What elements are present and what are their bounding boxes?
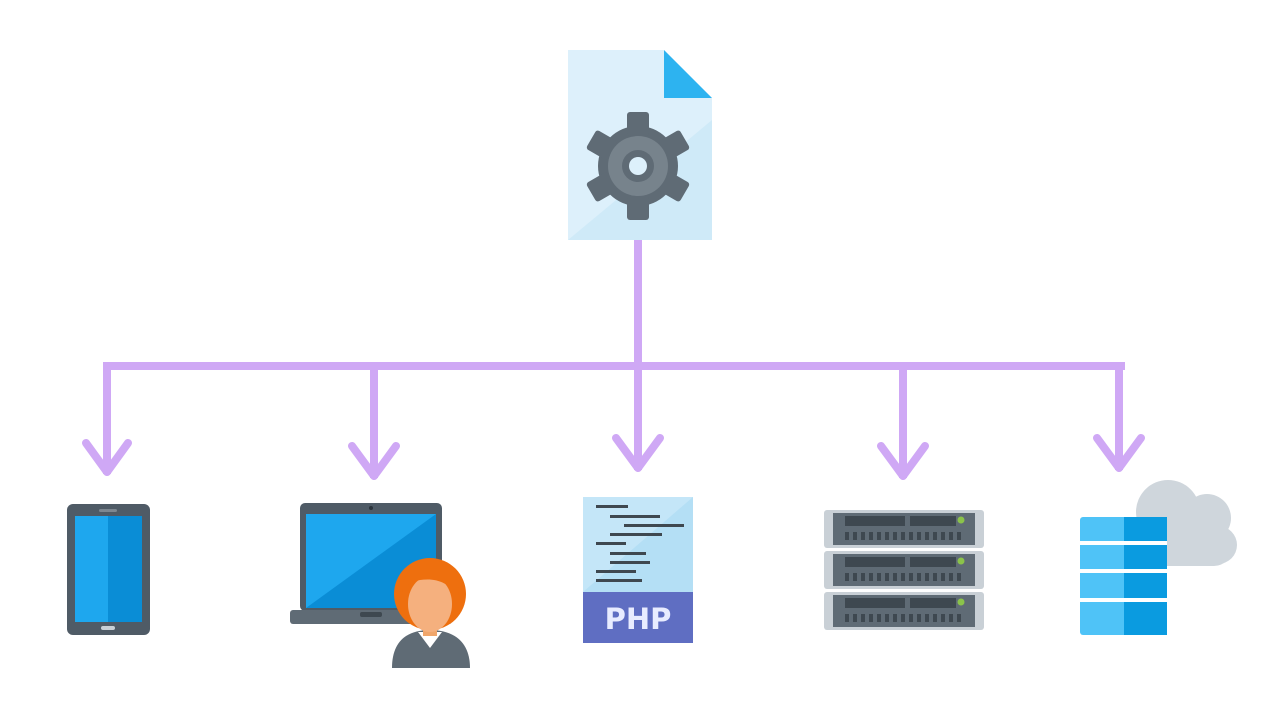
php-file-icon: PHP: [583, 497, 693, 643]
arrow-to-server: [877, 362, 929, 480]
server-unit: [824, 592, 984, 630]
code-lines: [596, 505, 684, 582]
server-unit: [824, 551, 984, 589]
laptop-icon: [290, 503, 452, 624]
database-stack-icon: [1080, 517, 1167, 635]
arrow-to-php: [612, 362, 664, 472]
connectors: [82, 238, 1145, 480]
laptop-user-icon: [290, 503, 470, 668]
arrow-to-cloud: [1093, 362, 1145, 472]
server-rack-icon: [824, 510, 984, 630]
arrow-to-laptop: [348, 362, 400, 480]
gear-icon: [586, 112, 690, 220]
arrow-to-tablet: [82, 362, 132, 476]
user-avatar-icon: [392, 558, 470, 668]
php-label: PHP: [605, 602, 672, 636]
server-unit: [824, 510, 984, 548]
config-file-gear-icon: [568, 50, 712, 240]
cloud-database-icon: [1080, 480, 1237, 635]
tablet-icon: [67, 504, 150, 635]
